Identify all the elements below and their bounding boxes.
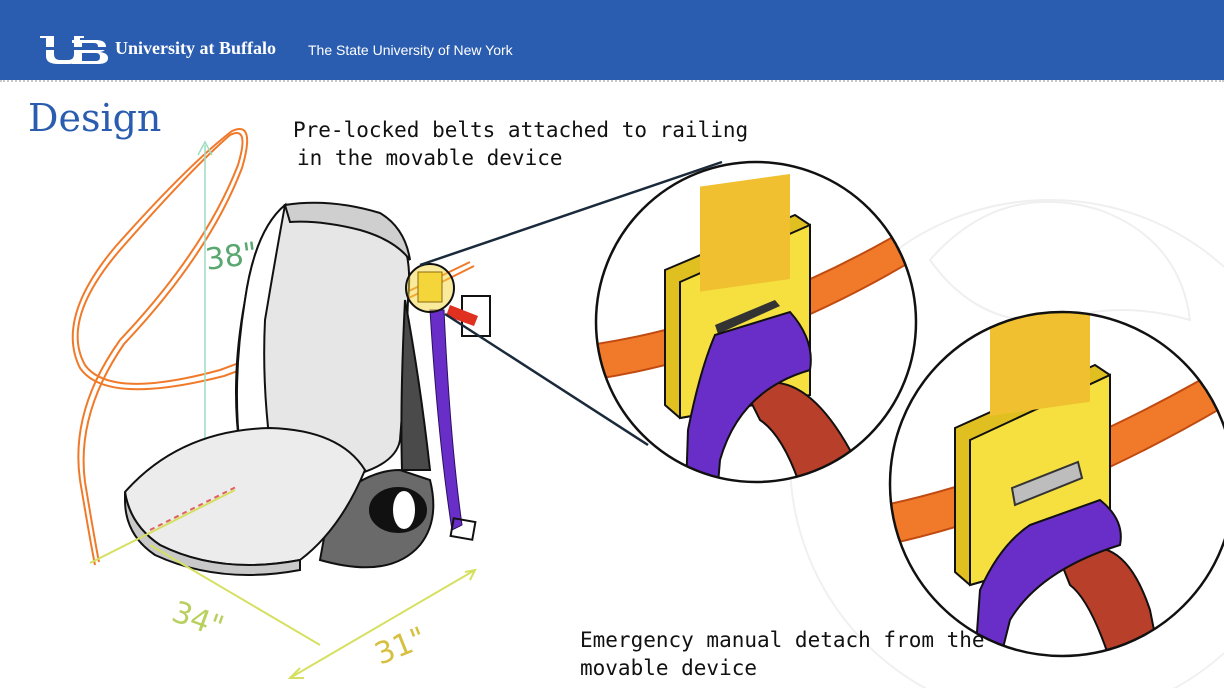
zoom-circle-detached xyxy=(888,310,1224,658)
header-bar: University at Buffalo The State Universi… xyxy=(0,0,1224,80)
railing-loop xyxy=(71,128,475,566)
top-caption: Pre-locked belts attached to railing in … xyxy=(293,116,748,172)
top-caption-line2: in the movable device xyxy=(297,146,563,170)
university-subtitle: The State University of New York xyxy=(308,42,513,58)
design-illustration: 38" 34" 31" xyxy=(71,128,1224,688)
depth-dimension-label: 31" xyxy=(370,620,431,672)
zoom-line-top xyxy=(419,160,723,267)
bottom-caption-line1: Emergency manual detach from the xyxy=(580,628,985,652)
width-dimension-line xyxy=(89,489,477,679)
strap-anchor xyxy=(449,517,477,541)
zoom-detail-attached xyxy=(596,162,916,482)
cushion-belt-dash xyxy=(149,485,239,531)
width-dimension-label: 34" xyxy=(167,595,228,646)
slide-title: Design xyxy=(28,96,162,140)
ub-logo-icon xyxy=(38,36,110,64)
zoom-detail-detached xyxy=(890,312,1224,656)
bottom-caption: Emergency manual detach from the movable… xyxy=(580,626,985,682)
zoom-line-bottom xyxy=(444,312,649,447)
seat-strap xyxy=(429,309,463,531)
top-caption-line1: Pre-locked belts attached to railing xyxy=(293,118,749,142)
seat-drawing xyxy=(123,201,435,576)
red-latch xyxy=(446,305,478,326)
university-name: University at Buffalo xyxy=(115,38,276,58)
bottom-caption-line2: movable device xyxy=(580,656,758,680)
zoom-circle-attached xyxy=(594,160,918,484)
header-divider xyxy=(0,80,1224,82)
